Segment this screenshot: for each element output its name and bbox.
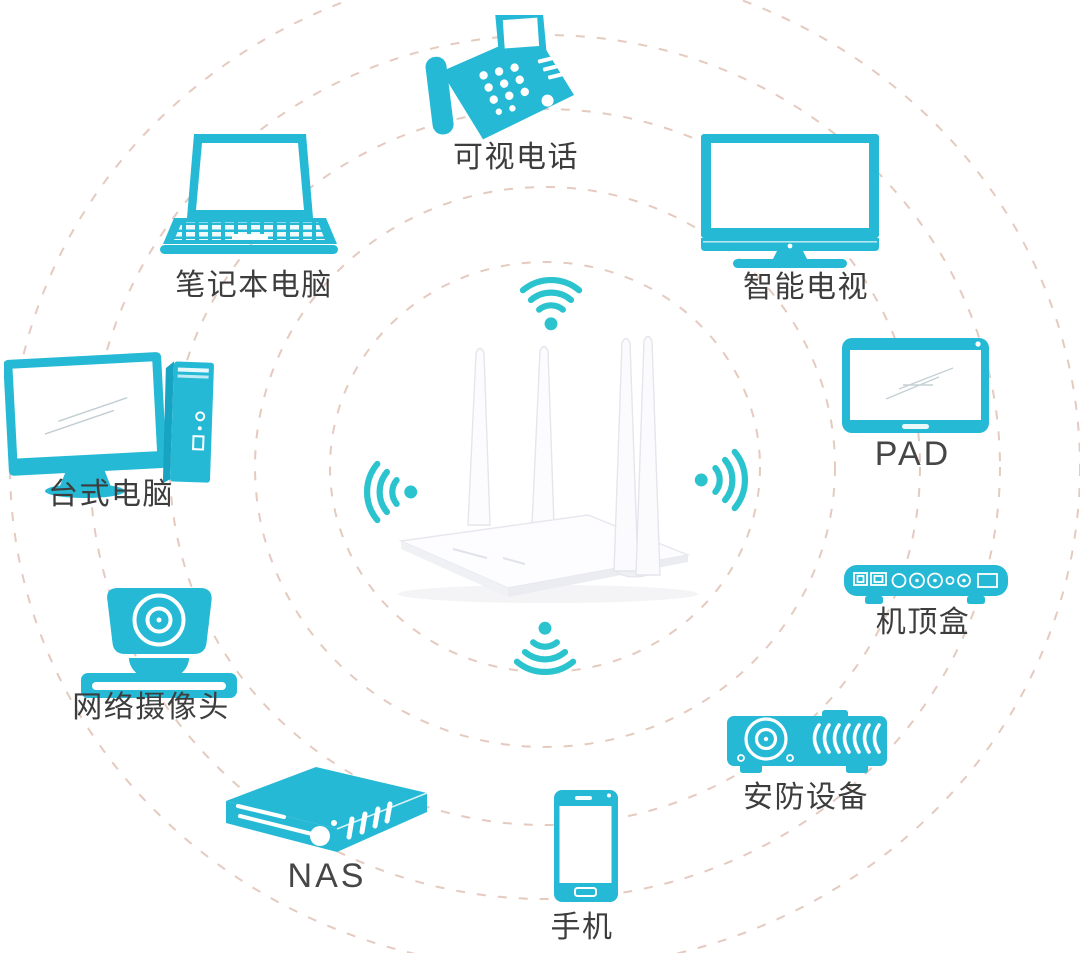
coverage-ring (254, 186, 836, 748)
smartphone-icon (554, 790, 618, 902)
device-label-security: 安防设备 (743, 781, 869, 814)
wifi-signal-right-icon (694, 448, 749, 512)
device-label-phone: 手机 (550, 911, 614, 944)
wifi-signal-up-icon (519, 276, 583, 331)
device-label-desktop: 台式电脑 (48, 478, 174, 511)
coverage-ring (329, 261, 761, 673)
wifi-signal-left-icon (363, 460, 418, 524)
set-top-box-icon (844, 565, 1008, 604)
device-label-nas: NAS (287, 857, 367, 895)
device-label-pad: PAD (874, 435, 952, 473)
device-label-set-top-box: 机顶盒 (875, 606, 971, 639)
nas-icon (226, 767, 428, 852)
laptop-icon (160, 134, 338, 254)
wifi-signal-down-icon (513, 621, 577, 676)
wireless-router-icon (398, 335, 698, 603)
security-device-icon (727, 710, 887, 773)
smart-tv-icon (701, 134, 879, 268)
desktop-computer-icon (4, 352, 214, 498)
network-camera-icon (81, 588, 237, 698)
device-label-videophone: 可视电话 (453, 141, 579, 174)
device-label-smart-tv: 智能电视 (743, 271, 869, 304)
device-label-laptop: 笔记本电脑 (175, 269, 333, 302)
device-label-camera: 网络摄像头 (72, 691, 230, 724)
tablet-icon (842, 338, 989, 433)
videophone-icon (425, 15, 575, 140)
